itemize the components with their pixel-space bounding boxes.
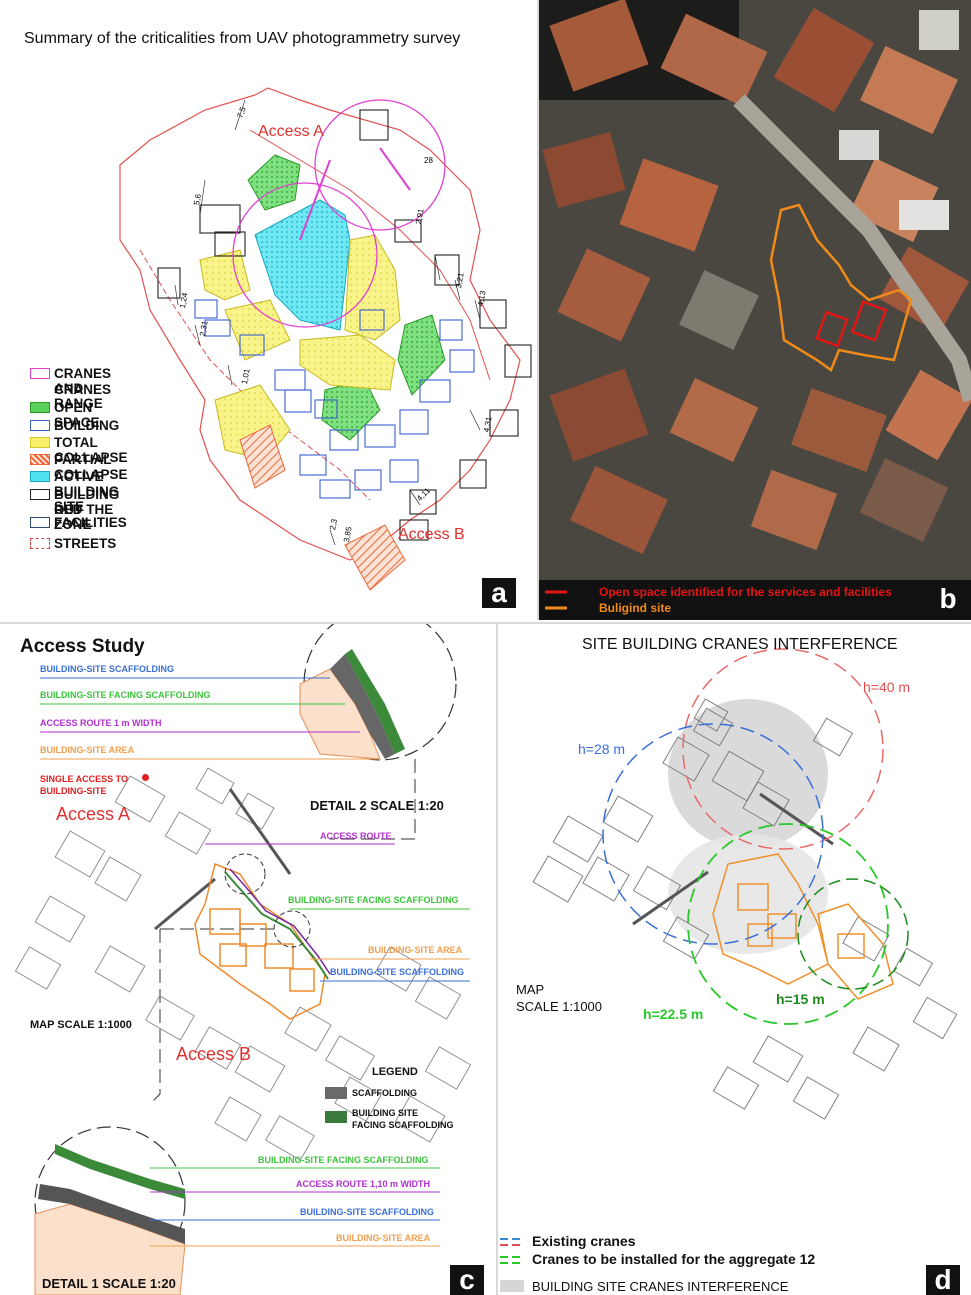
panel-letter-d: d [926,1265,960,1295]
legend-label: ACTIVE BUILDING SITE [54,469,120,514]
detail-1-label: DETAIL 1 SCALE 1:20 [42,1276,176,1291]
callout-scaffolding-mid: BUILDING-SITE SCAFFOLDING [330,967,464,977]
dimension-label: 5,6 [192,193,203,206]
streets-swatch [30,538,50,549]
total-collapse [199,249,251,301]
total-collapse-swatch [30,437,50,448]
panel-a-map-drawing [119,87,532,591]
callout-access-route-bottom: ACCESS ROUTE 1,10 m WIDTH [296,1179,431,1189]
map-label: MAP [516,982,545,997]
cranes-swatch [30,368,50,379]
legend-label: STREETS [54,536,117,551]
access-study-drawing [14,624,472,1295]
active-building-site [254,199,351,331]
active-site-swatch [30,471,50,482]
callout-facing-scaffolding: BUILDING-SITE FACING SCAFFOLDING [40,690,211,700]
legend-open-space-services: Open space identified for the services a… [599,585,892,599]
open-space [321,379,381,441]
panel-b-aerial-photo: Open space identified for the services a… [539,0,971,620]
callout-access-route: ACCESS ROUTE [320,831,392,841]
callout-facing-scaffolding-bottom: BUILDING-SITE FACING SCAFFOLDING [258,1155,429,1165]
access-b-label: Access B [398,526,465,543]
panel-letter-a: a [482,578,516,608]
crane-range-h40 [682,648,884,850]
legend-building-site: Buligind site [599,601,671,615]
legend-label: OPEN SPACE [54,400,100,430]
partial-collapse-swatch [30,454,50,465]
legend-scaffolding: SCAFFOLDING [352,1088,417,1098]
access-point-dot [142,774,149,781]
partial-collapse [344,524,406,591]
crane-h28-label: h=28 m [578,741,626,757]
map-scale-label: MAP SCALE 1:1000 [30,1019,132,1031]
crane-h22-5-label: h=22.5 m [643,1006,704,1022]
access-b-label: Access B [176,1044,252,1064]
panel-d-title: SITE BUILDING CRANES INTERFERENCE [582,636,898,653]
panel-c-title: Access Study [20,636,145,657]
legend-installed-cranes: Cranes to be installed for the aggregate… [532,1251,816,1267]
panel-a-title: Summary of the criticalities from UAV ph… [24,30,461,47]
legend-label: TOTAL COLLAPSE [54,435,128,465]
map-scale-label: SCALE 1:1000 [516,999,603,1014]
aerial-photo-drawing [539,0,971,620]
panel-letter-c: c [450,1265,484,1295]
legend-label: BUILDING OUT THE [54,487,120,517]
cranes-interference-drawing [500,648,958,1292]
total-collapse [344,234,401,341]
legend-interference: BUILDING SITE CRANES INTERFERENCE [532,1279,789,1294]
open-space [397,314,446,396]
crane-range-1 [314,99,446,231]
callout-building-site-area-bottom: BUILDING-SITE AREA [336,1233,431,1243]
crane-range-h22-5 [687,823,889,1025]
building-swatch [30,420,50,431]
open-space [247,154,301,211]
out-red-zone-swatch [30,489,50,500]
total-collapse [299,334,396,391]
legend-label: CRANES [54,382,112,397]
legend-label: CRANES AND RANGE [54,366,112,411]
crane-range-h15 [797,878,909,990]
callout-single-access: SINGLE ACCESS TO [40,774,129,784]
open-space-red-outline [850,300,888,342]
access-a-label: Access A [258,123,324,140]
crane-h40-label: h=40 m [863,679,911,695]
facilities-swatch [30,517,50,528]
legend-label: RED ZONE [54,502,92,532]
dimension-label: 2,3 [328,518,339,531]
legend-facing-scaffolding: BUILDING SITE [352,1108,419,1118]
callout-access-route-width: ACCESS ROUTE 1 m WIDTH [40,718,162,728]
callout-scaffolding: BUILDING-SITE SCAFFOLDING [40,664,174,674]
buildings [194,299,475,499]
crane-range-2 [232,182,378,328]
open-space-swatch [30,402,50,413]
partial-collapse [239,424,286,489]
callout-building-site-area: BUILDING-SITE AREA [40,745,135,755]
access-a-label: Access A [56,804,131,824]
crane-h15-label: h=15 m [776,991,825,1007]
legend-title: LEGEND [372,1066,418,1078]
dimension-label: 28 [424,156,433,165]
buildings-out-red-zone [157,109,532,541]
building-site-outline [769,203,913,372]
legend-label: PARTIAL COLLAPSE [54,452,128,482]
open-space-red-outline [815,310,849,348]
panel-letter-b: b [931,584,965,614]
streets-outline [119,87,521,561]
panel-c-access-study: Access Study BUILDING-SITE SCAFFOLDING B… [0,622,498,1295]
legend-existing-cranes: Existing cranes [532,1233,636,1249]
legend-label: BUILDING [54,418,120,433]
callout-facing-scaffolding-mid: BUILDING-SITE FACING SCAFFOLDING [288,895,459,905]
legend-facing-scaffolding-2: FACING SCAFFOLDING [352,1120,454,1130]
panel-d-cranes-interference: SITE BUILDING CRANES INTERFERENCE h=40 m… [498,622,971,1295]
panel-a-criticalities-map: Summary of the criticalities from UAV ph… [0,0,539,620]
callout-building-site-area-mid: BUILDING-SITE AREA [368,945,463,955]
legend-label: FACILITIES [54,515,127,530]
callout-scaffolding-bottom: BUILDING-SITE SCAFFOLDING [300,1207,434,1217]
total-collapse [224,299,291,361]
crane-range-h28 [602,723,824,945]
detail-2-label: DETAIL 2 SCALE 1:20 [310,798,444,813]
callout-single-access-2: BUILDING-SITE [40,786,107,796]
